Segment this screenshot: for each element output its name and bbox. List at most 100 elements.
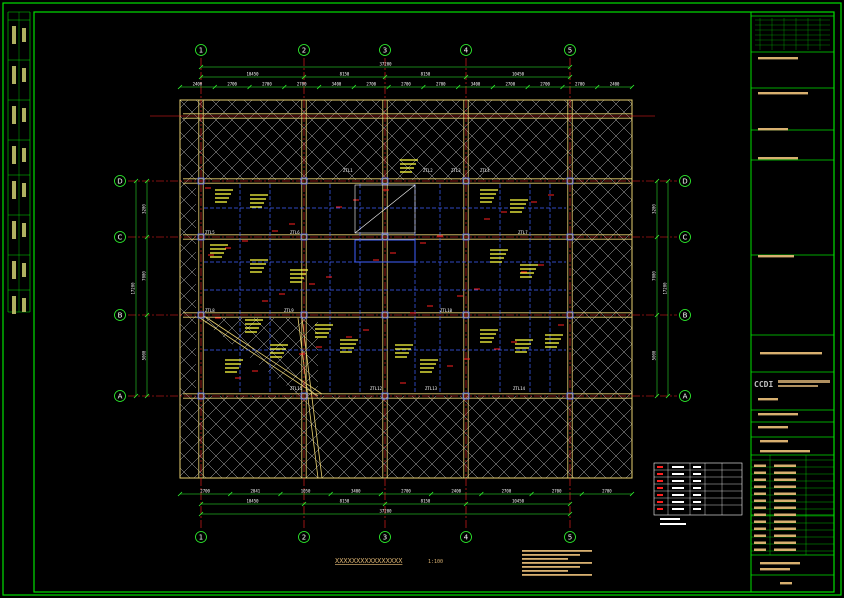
- title-block-text: [758, 92, 808, 95]
- dimension-tick: [654, 178, 660, 184]
- title-block-text: [774, 499, 796, 502]
- grid-bubble-label-3: 3: [383, 47, 387, 55]
- beam-tag-ZTL11: ZTL11: [290, 386, 303, 391]
- title-block-text: [754, 478, 766, 481]
- grid-bubble-label-D: D: [117, 178, 122, 186]
- dimension-label: 2700: [436, 82, 446, 87]
- note-line: [522, 550, 592, 552]
- grid-bubble-label-3: 3: [383, 534, 387, 542]
- dimension-label: 37200: [379, 509, 392, 514]
- column-marker: [462, 392, 470, 400]
- schedule-cell-text: [672, 473, 684, 475]
- note-line: [522, 570, 568, 572]
- title-block-text: [760, 352, 822, 355]
- beam-tag-ZTL3: ZTL3: [451, 168, 461, 173]
- grid-bubble-3: [379, 531, 391, 543]
- grid-bubble-1: [195, 531, 207, 543]
- general-notes: [522, 550, 592, 576]
- schedule-table: [653, 462, 743, 525]
- title-block-text: [754, 471, 766, 474]
- title-block-text: [758, 255, 794, 258]
- title-block-text: [754, 520, 766, 523]
- dimension-label: 2700: [575, 82, 585, 87]
- title-block-text: [780, 582, 792, 585]
- opening-outline: [354, 239, 416, 263]
- dimension-tick: [479, 491, 484, 497]
- dimension-tick: [177, 491, 183, 497]
- title-block-text: [754, 534, 766, 537]
- note-line: [522, 562, 592, 564]
- column-marker: [381, 392, 389, 400]
- dimension-tick: [227, 491, 233, 497]
- binding-strip-text: [12, 146, 16, 164]
- grid-bubble-label-1: 1: [199, 534, 203, 542]
- column-marker: [197, 311, 205, 319]
- schedule-cell-mark: [657, 494, 663, 496]
- dimension-tick: [629, 491, 635, 497]
- dimension-label: 2400: [451, 489, 461, 494]
- schedule-cell-mark: [657, 508, 663, 510]
- column-marker: [300, 311, 308, 319]
- dimension-label: 5000: [142, 350, 147, 360]
- title-block-text: [758, 128, 788, 131]
- grid-bubble-5: [564, 44, 576, 56]
- grid-bubble-label-2: 2: [302, 47, 306, 55]
- title-block-text: [760, 450, 810, 453]
- column-marker: [566, 233, 574, 241]
- dimension-label: 3400: [471, 82, 481, 87]
- binding-strip-text: [12, 261, 16, 279]
- title-block-text: [754, 499, 766, 502]
- note-line: [522, 558, 568, 560]
- drawing-title-group: XXXXXXXXXXXXXXXX 1:100: [335, 557, 443, 565]
- binding-strip-text: [22, 28, 26, 42]
- dimension-tick: [133, 178, 139, 184]
- dimension-tick: [665, 393, 671, 399]
- title-block-text: [754, 464, 766, 467]
- dimension-tick: [133, 393, 139, 399]
- title-block-text: [774, 485, 796, 488]
- grid-bubble-label-D: D: [682, 178, 687, 186]
- grid-bubble-label-1: 1: [199, 47, 203, 55]
- dimension-label: 17200: [663, 282, 668, 295]
- column-marker: [300, 392, 308, 400]
- title-block-text: [754, 506, 766, 509]
- title-block-text: [754, 492, 766, 495]
- beam-diagonal: [199, 317, 319, 397]
- grid-bubble-D: [679, 175, 691, 187]
- grid-bubble-3: [379, 44, 391, 56]
- column-marker: [462, 233, 470, 241]
- dimension-tick: [278, 491, 283, 497]
- binding-strip-text: [12, 296, 16, 314]
- binding-strip-text: [12, 221, 16, 239]
- dimension-label: 2700: [602, 489, 612, 494]
- beam-tag-ZTL1: ZTL1: [343, 168, 353, 173]
- beam-tag-ZTL6: ZTL6: [290, 230, 300, 235]
- grid-bubble-2: [298, 44, 310, 56]
- schedule-cell-text: [693, 487, 701, 489]
- schedule-note: [660, 518, 680, 520]
- dimension-tick: [567, 64, 573, 70]
- beam-tag-ZTL8: ZTL8: [205, 308, 215, 313]
- dimension-label: 3200: [142, 204, 147, 214]
- opening-cross: [354, 184, 416, 234]
- binding-strip-text: [12, 106, 16, 124]
- dimension-label: 2700: [401, 82, 411, 87]
- dimension-tick: [212, 84, 218, 90]
- title-block-text: [774, 464, 796, 467]
- note-line: [522, 554, 580, 556]
- column-marker: [566, 311, 574, 319]
- column-marker: [462, 311, 470, 319]
- dimension-label: 10450: [512, 499, 525, 504]
- title-block-text: [774, 513, 796, 516]
- grid-bubble-label-A: A: [118, 393, 123, 401]
- binding-strip-text: [22, 148, 26, 162]
- binding-strip-text: [22, 108, 26, 122]
- binding-strip-text: [22, 183, 26, 197]
- dimension-label: 2700: [552, 489, 562, 494]
- schedule-cell-text: [693, 480, 701, 482]
- dimension-tick: [421, 84, 426, 90]
- grid-bubble-label-C: C: [683, 234, 688, 242]
- grid-bubble-B: [679, 309, 691, 321]
- column-marker: [381, 177, 389, 185]
- title-block-text: [758, 157, 798, 160]
